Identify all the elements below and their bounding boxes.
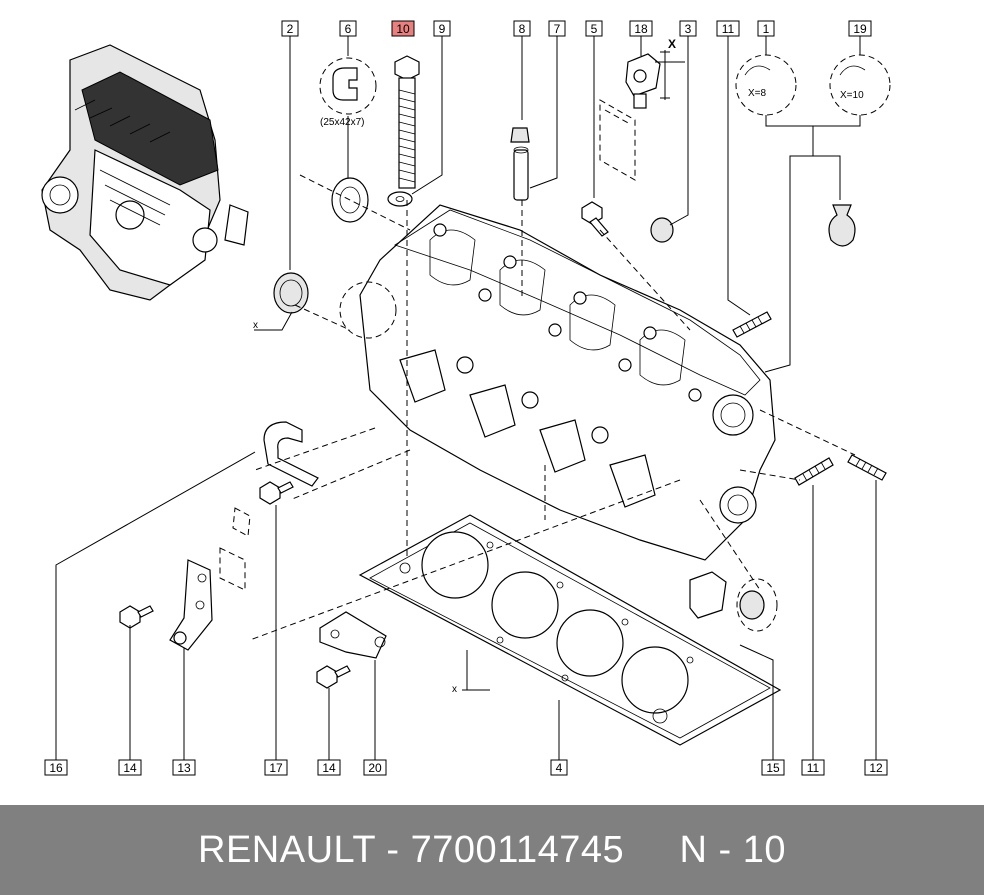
part-label-9[interactable]: 9 bbox=[433, 20, 451, 37]
part-label-1[interactable]: 1 bbox=[757, 20, 775, 37]
parts-diagram: (25x42x7) X=8 X=10 X x x 2 6 10 9 8 7 5 … bbox=[41, 20, 891, 776]
svg-text:16: 16 bbox=[49, 761, 63, 775]
svg-text:1: 1 bbox=[763, 22, 770, 36]
valve-stem-seal bbox=[510, 127, 530, 143]
part-label-20[interactable]: 20 bbox=[363, 759, 387, 776]
part-label-8[interactable]: 8 bbox=[513, 20, 531, 37]
svg-text:11: 11 bbox=[722, 22, 735, 36]
caption-text: RENAULT - 7700114745 N - 10 bbox=[198, 829, 786, 872]
x-dimension-a: X bbox=[668, 37, 676, 51]
part-label-5[interactable]: 5 bbox=[585, 20, 603, 37]
part-label-19[interactable]: 19 bbox=[848, 20, 872, 37]
part-number: 7700114745 bbox=[410, 828, 625, 871]
svg-text:19: 19 bbox=[853, 22, 867, 36]
camshaft-seal bbox=[319, 57, 377, 223]
mounting-bracket-20 bbox=[319, 611, 387, 659]
engine-overview-illustration bbox=[41, 44, 249, 301]
svg-text:9: 9 bbox=[439, 22, 446, 36]
svg-text:4: 4 bbox=[556, 761, 563, 775]
svg-text:14: 14 bbox=[123, 761, 137, 775]
support-bracket bbox=[169, 507, 251, 651]
diagram-page: N - 10 bbox=[679, 828, 786, 871]
svg-text:13: 13 bbox=[177, 761, 191, 775]
brand-name: RENAULT bbox=[198, 828, 376, 871]
temperature-sensor bbox=[599, 53, 661, 181]
cylinder-head bbox=[339, 204, 776, 561]
part-label-6[interactable]: 6 bbox=[339, 20, 357, 37]
part-label-15[interactable]: 15 bbox=[761, 759, 785, 776]
stud-upper bbox=[732, 311, 772, 338]
svg-text:11: 11 bbox=[807, 761, 820, 775]
svg-text:12: 12 bbox=[869, 761, 883, 775]
svg-text:20: 20 bbox=[368, 761, 382, 775]
part-label-14-right[interactable]: 14 bbox=[317, 759, 341, 776]
svg-text:8: 8 bbox=[519, 22, 526, 36]
pipe-clamp bbox=[263, 421, 319, 487]
part-label-16[interactable]: 16 bbox=[44, 759, 68, 776]
valve-guide bbox=[513, 146, 529, 201]
detail-circle-x8 bbox=[735, 54, 797, 116]
part-label-12[interactable]: 12 bbox=[864, 759, 888, 776]
svg-text:17: 17 bbox=[269, 761, 283, 775]
svg-text:15: 15 bbox=[766, 761, 780, 775]
part-label-3[interactable]: 3 bbox=[679, 20, 697, 37]
diagram-canvas: (25x42x7) X=8 X=10 X x x 2 6 10 9 8 7 5 … bbox=[41, 20, 891, 776]
bolt-17 bbox=[259, 481, 294, 505]
svg-text:18: 18 bbox=[634, 22, 648, 36]
stud-lower bbox=[794, 457, 834, 486]
detail-circle-x10 bbox=[829, 54, 891, 116]
part-label-14-left[interactable]: 14 bbox=[118, 759, 142, 776]
part-label-2[interactable]: 2 bbox=[281, 20, 299, 37]
sealing-cap bbox=[273, 272, 309, 314]
part-label-17[interactable]: 17 bbox=[264, 759, 288, 776]
head-bolt bbox=[394, 55, 420, 189]
part-label-18[interactable]: 18 bbox=[629, 20, 653, 37]
part-label-4[interactable]: 4 bbox=[550, 759, 568, 776]
washer bbox=[387, 191, 413, 207]
svg-text:10: 10 bbox=[396, 22, 410, 36]
caption-separator: - bbox=[375, 828, 411, 871]
lifting-bracket bbox=[689, 571, 778, 632]
part-label-10[interactable]: 10 bbox=[391, 20, 415, 37]
head-gasket bbox=[358, 514, 782, 746]
seal-size-note: (25x42x7) bbox=[320, 117, 364, 128]
svg-text:5: 5 bbox=[591, 22, 598, 36]
leader-lines bbox=[55, 36, 877, 760]
bolt-5 bbox=[581, 201, 609, 237]
x-dimension-c: x bbox=[452, 684, 457, 695]
svg-text:14: 14 bbox=[322, 761, 336, 775]
svg-text:7: 7 bbox=[554, 22, 561, 36]
core-plug bbox=[650, 217, 674, 243]
stud-12 bbox=[847, 454, 887, 481]
x8-note: X=8 bbox=[748, 88, 767, 99]
bolt-14a bbox=[119, 605, 154, 629]
part-label-13[interactable]: 13 bbox=[172, 759, 196, 776]
part-label-11-upper[interactable]: 11 bbox=[716, 20, 740, 37]
part-label-7[interactable]: 7 bbox=[548, 20, 566, 37]
caption-bar: RENAULT - 7700114745 N - 10 bbox=[0, 805, 984, 895]
injector-shim bbox=[828, 204, 856, 247]
svg-text:2: 2 bbox=[287, 22, 294, 36]
caption-spacer bbox=[624, 829, 679, 871]
x-dimension-b: x bbox=[253, 320, 258, 331]
x10-note: X=10 bbox=[840, 90, 864, 101]
assembly-lines bbox=[249, 174, 856, 641]
bolt-14b bbox=[316, 665, 351, 689]
part-label-11-lower[interactable]: 11 bbox=[801, 759, 825, 776]
svg-text:6: 6 bbox=[345, 22, 352, 36]
svg-text:3: 3 bbox=[685, 22, 692, 36]
